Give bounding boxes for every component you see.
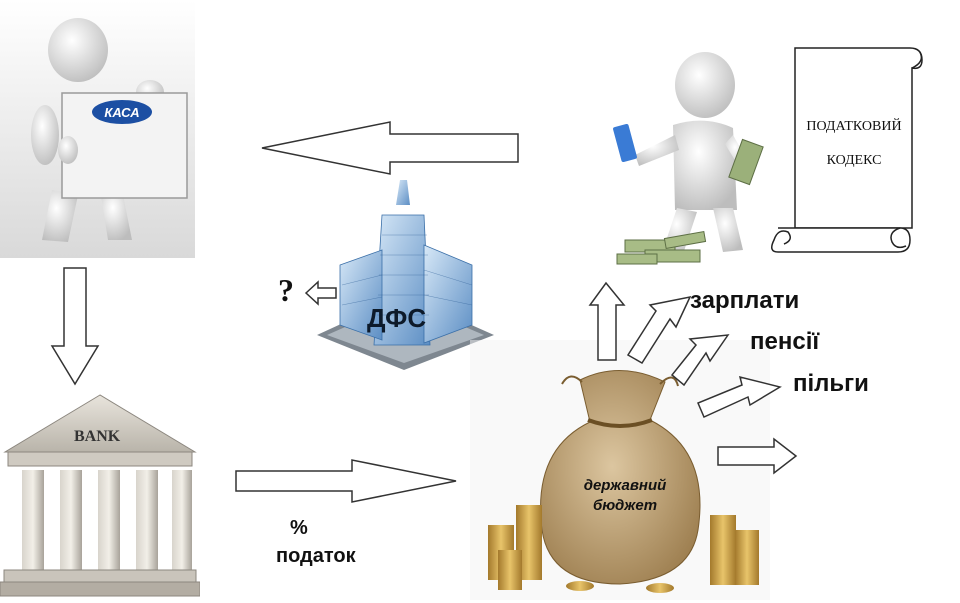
pensions-label: пенсії bbox=[750, 328, 820, 355]
small-arrow-left bbox=[304, 280, 337, 306]
dfs-label: ДФС bbox=[367, 303, 427, 333]
kasa-logo: КАСА bbox=[92, 100, 152, 124]
percent-label: % bbox=[290, 517, 308, 539]
arrow-left bbox=[261, 121, 519, 175]
bank-label: BANK bbox=[74, 428, 121, 445]
budget-line2: бюджет bbox=[592, 497, 658, 514]
tax-code-title: ПОДАТКОВИЙ КОДЕКС bbox=[794, 110, 914, 178]
bank-building: BANK bbox=[0, 390, 200, 600]
cash-register-figure: КАСА bbox=[0, 0, 195, 258]
question-mark: ? bbox=[278, 272, 294, 308]
tax-code-line2: КОДЕКС bbox=[826, 153, 882, 168]
tax-code-line1: ПОДАТКОВИЙ bbox=[806, 119, 902, 134]
state-budget-bag: державний бюджет bbox=[470, 340, 770, 600]
benefits-label: пільги bbox=[793, 370, 869, 397]
dfs-building: ДФС bbox=[312, 175, 497, 370]
tax-code-scroll: ПОДАТКОВИЙ КОДЕКС bbox=[770, 38, 935, 258]
arrow-right bbox=[235, 459, 457, 503]
arrow-down bbox=[50, 267, 100, 386]
budget-label: державний бюджет bbox=[570, 476, 680, 516]
salaries-label: зарплати bbox=[690, 287, 800, 314]
tax-label: податок bbox=[276, 545, 356, 567]
budget-line1: державний bbox=[583, 477, 667, 494]
taxpayer-figure bbox=[555, 40, 790, 295]
kasa-label: КАСА bbox=[104, 104, 140, 120]
budget-output-arrows bbox=[588, 281, 798, 475]
